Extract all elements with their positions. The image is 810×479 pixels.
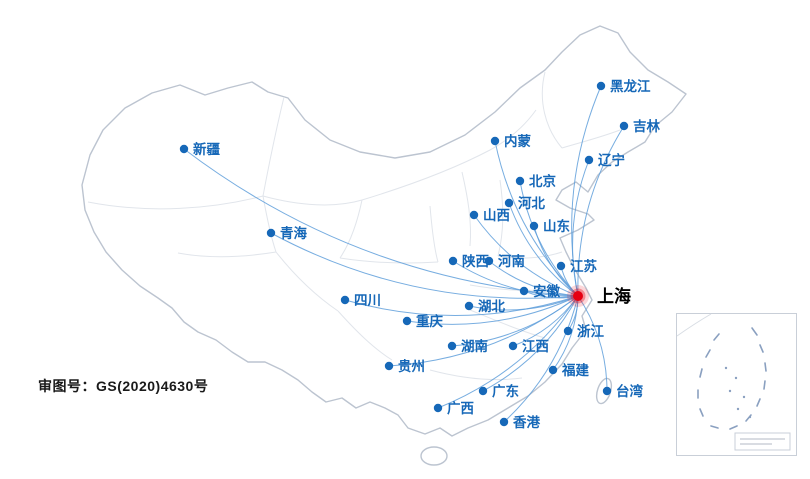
province-dot <box>384 361 394 371</box>
hainan-island <box>420 446 448 466</box>
flow-line <box>519 180 579 297</box>
mainland-border <box>81 25 687 437</box>
province-label: 贵州 <box>398 358 425 374</box>
province-label: 广东 <box>492 383 520 399</box>
province-dot <box>499 417 509 427</box>
province-label: 重庆 <box>416 313 443 329</box>
province-label: 黑龙江 <box>610 78 651 94</box>
inset-islands <box>724 366 752 419</box>
province-dot <box>179 144 189 154</box>
province-label: 山西 <box>483 208 510 223</box>
province-label: 辽宁 <box>598 152 625 168</box>
province-label: 台湾 <box>616 383 644 399</box>
province-label: 湖南 <box>461 338 488 354</box>
province-label: 江苏 <box>570 258 598 274</box>
flow-line <box>552 295 579 371</box>
province-dot <box>469 210 479 220</box>
province-label: 四川 <box>354 293 381 308</box>
province-dot <box>619 121 629 131</box>
province-markers <box>179 81 629 427</box>
province-dot <box>584 155 594 165</box>
flow-line <box>482 295 579 392</box>
province-dot <box>519 286 529 296</box>
flow-line <box>577 295 608 392</box>
province-label: 新疆 <box>193 141 220 157</box>
china-outline <box>81 25 687 466</box>
province-labels: 新疆 黑龙江吉林辽宁 内蒙北京河北山西山东 青海陕西河南 江苏安徽四川 湖北重庆浙江湖南 江… <box>193 78 661 430</box>
province-label: 青海 <box>280 225 307 241</box>
province-label: 山东 <box>543 218 571 234</box>
hub-dot <box>573 291 583 301</box>
province-label: 北京 <box>529 173 556 189</box>
province-label: 河南 <box>498 253 525 269</box>
flow-line <box>406 295 579 325</box>
flow-line <box>533 225 579 297</box>
flow-line <box>452 260 579 297</box>
flow-line <box>572 159 590 297</box>
flow-line <box>577 125 625 297</box>
province-dot <box>596 81 606 91</box>
flow-line <box>344 295 579 316</box>
flow-line <box>473 214 579 297</box>
hub-label: 上海 <box>597 286 631 306</box>
province-dot <box>340 295 350 305</box>
province-label: 浙江 <box>577 323 605 339</box>
map-license-number: 审图号：GS(2020)4630号 <box>38 378 209 394</box>
province-label: 湖北 <box>478 299 505 314</box>
province-label: 安徽 <box>533 283 561 299</box>
province-dot <box>484 256 494 266</box>
province-label: 福建 <box>561 362 590 378</box>
province-label: 江西 <box>522 338 549 354</box>
province-dot <box>529 221 539 231</box>
flow-line <box>468 295 579 311</box>
province-dot <box>433 403 443 413</box>
flow-line <box>437 295 579 409</box>
province-dot <box>447 341 457 351</box>
inset-coast <box>676 313 712 337</box>
province-dot <box>556 261 566 271</box>
province-dot <box>402 316 412 326</box>
province-label: 陕西 <box>462 253 489 269</box>
province-dot <box>515 176 525 186</box>
province-dot <box>602 386 612 396</box>
inset-scale-box <box>734 432 791 451</box>
flow-line <box>503 295 579 423</box>
inset-frame <box>676 313 797 456</box>
province-label: 河北 <box>518 195 546 211</box>
province-label: 吉林 <box>633 118 661 134</box>
flow-line <box>488 260 579 297</box>
province-dot <box>504 198 514 208</box>
flow-line <box>508 202 579 297</box>
province-label: 内蒙 <box>504 133 532 149</box>
flow-line <box>270 232 579 299</box>
province-dot <box>563 326 573 336</box>
province-dot <box>478 386 488 396</box>
province-borders <box>87 71 621 381</box>
province-dot <box>490 136 500 146</box>
province-dot <box>266 228 276 238</box>
south-china-sea-inset <box>676 313 797 456</box>
province-dot <box>508 341 518 351</box>
province-label: 香港 <box>512 414 541 430</box>
province-label: 广西 <box>447 400 474 416</box>
flow-line <box>388 295 579 367</box>
province-dot <box>464 301 474 311</box>
flow-line <box>494 140 579 297</box>
province-dot <box>548 365 558 375</box>
province-dot <box>448 256 458 266</box>
